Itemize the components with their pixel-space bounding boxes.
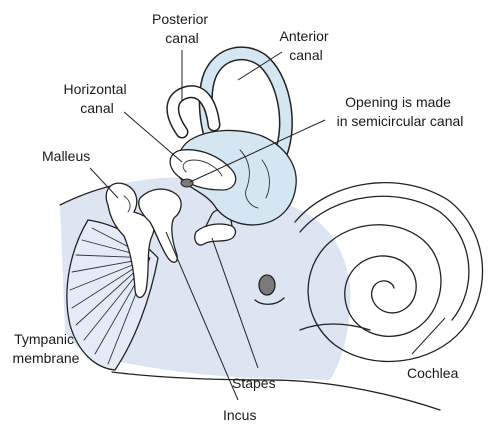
canal-opening (181, 179, 193, 187)
horizontal-canal-label: Horizontal canal (64, 81, 131, 116)
incus-label: Incus (223, 407, 256, 423)
opening-label: Opening is made in semicircular canal (337, 94, 464, 129)
tympanic-membrane-label: Tympanic membrane (13, 331, 80, 366)
malleus-label: Malleus (42, 148, 90, 164)
anterior-canal-label: Anterior canal (280, 28, 333, 63)
posterior-canal-label: Posterior canal (152, 11, 212, 46)
round-window (259, 275, 275, 295)
stapes-label: Stapes (232, 375, 276, 391)
cochlea-label: Cochlea (407, 365, 459, 381)
